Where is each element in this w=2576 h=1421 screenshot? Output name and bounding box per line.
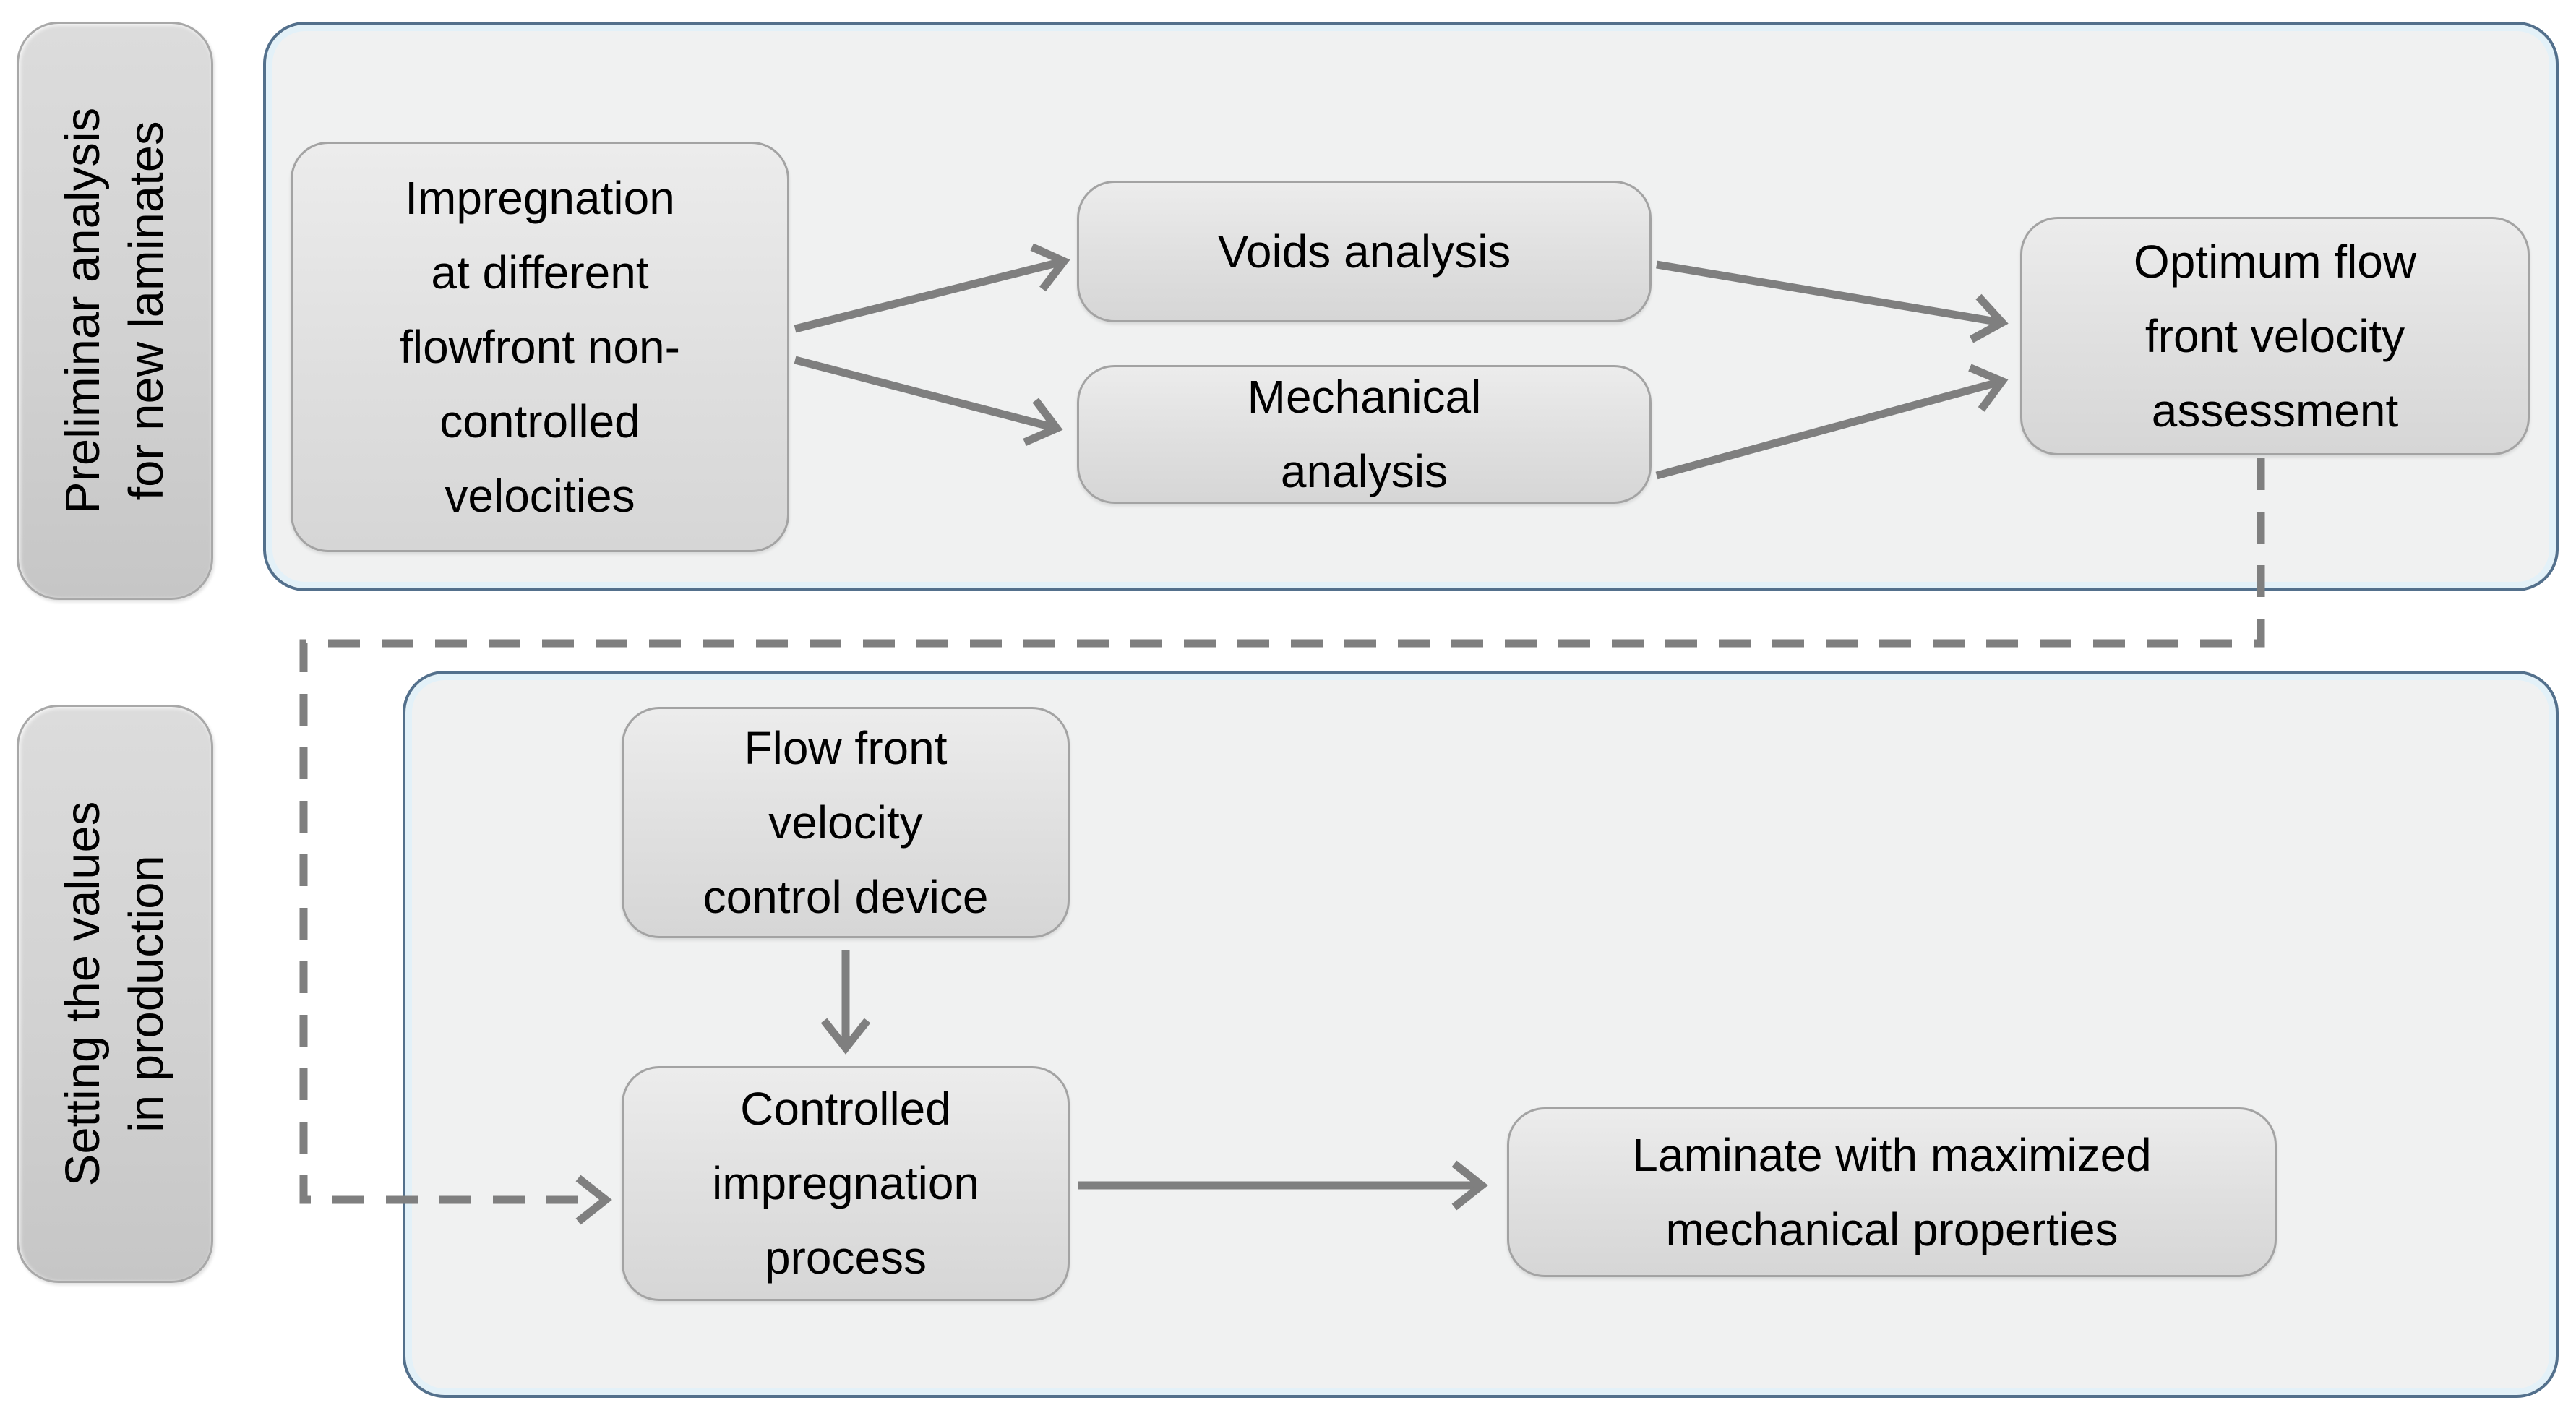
box-line: process [764, 1232, 927, 1284]
side-label-setting-text: Setting the values in production [51, 712, 179, 1276]
side-label-preliminary-analysis: Preliminar analysis for new laminates [17, 22, 213, 600]
side-label-line: Setting the values [56, 801, 110, 1187]
box-line: at different [431, 246, 649, 299]
box-mechanical-analysis: Mechanical analysis [1077, 365, 1652, 504]
box-line: Flow front [744, 721, 948, 774]
box-line: controlled [439, 395, 640, 447]
box-optimum-flow-front: Optimum flow front velocity assessment [2020, 217, 2530, 455]
box-line: mechanical properties [1665, 1203, 2118, 1255]
box-laminate-maximized: Laminate with maximized mechanical prope… [1507, 1107, 2277, 1277]
box-line: Laminate with maximized [1632, 1128, 2152, 1181]
box-line: Optimum flow [2133, 235, 2417, 288]
box-line: front velocity [2144, 309, 2405, 362]
box-line: Mechanical [1247, 371, 1482, 423]
box-voids-analysis: Voids analysis [1077, 181, 1652, 322]
box-line: Voids analysis [1217, 225, 1511, 278]
side-label-line: for new laminates [119, 121, 173, 501]
box-line: impregnation [712, 1157, 979, 1209]
side-label-setting-values: Setting the values in production [17, 705, 213, 1283]
box-line: analysis [1280, 445, 1448, 497]
side-label-preliminary-text: Preliminar analysis for new laminates [51, 29, 179, 593]
side-label-line: in production [119, 855, 173, 1133]
box-line: velocity [768, 796, 923, 849]
box-line: Impregnation [405, 171, 675, 224]
box-impregnation-uncontrolled: Impregnation at different flowfront non-… [291, 142, 789, 552]
box-flow-front-control-device: Flow front velocity control device [622, 707, 1070, 938]
box-line: flowfront non- [400, 320, 680, 373]
box-line: control device [703, 870, 989, 923]
box-line: velocities [445, 469, 635, 522]
side-label-line: Preliminar analysis [56, 107, 110, 515]
box-line: assessment [2151, 384, 2399, 437]
box-line: Controlled [740, 1083, 951, 1135]
box-controlled-impregnation: Controlled impregnation process [622, 1066, 1070, 1301]
